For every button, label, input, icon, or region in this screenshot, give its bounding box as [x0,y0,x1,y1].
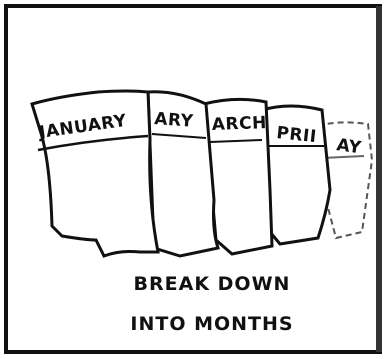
calendar-page-may: AY [316,121,374,240]
page-label-april: PRII [275,123,317,147]
calendar-page-march: ARCH [202,97,274,256]
frame-edge-shadow [376,6,382,352]
caption-line-2: INTO MONTHS [130,313,293,335]
calendar-page-april: PRII [260,104,332,246]
caption: BREAK DOWN INTO MONTHS [130,273,293,335]
caption-line-1: BREAK DOWN [134,273,291,295]
page-label-may: AY [335,135,363,158]
page-label-march: ARCH [211,113,267,135]
calendar-page-february: ARY [146,90,220,258]
calendar-page-january: JANUARY [30,89,160,258]
page-label-february: ARY [154,109,195,132]
